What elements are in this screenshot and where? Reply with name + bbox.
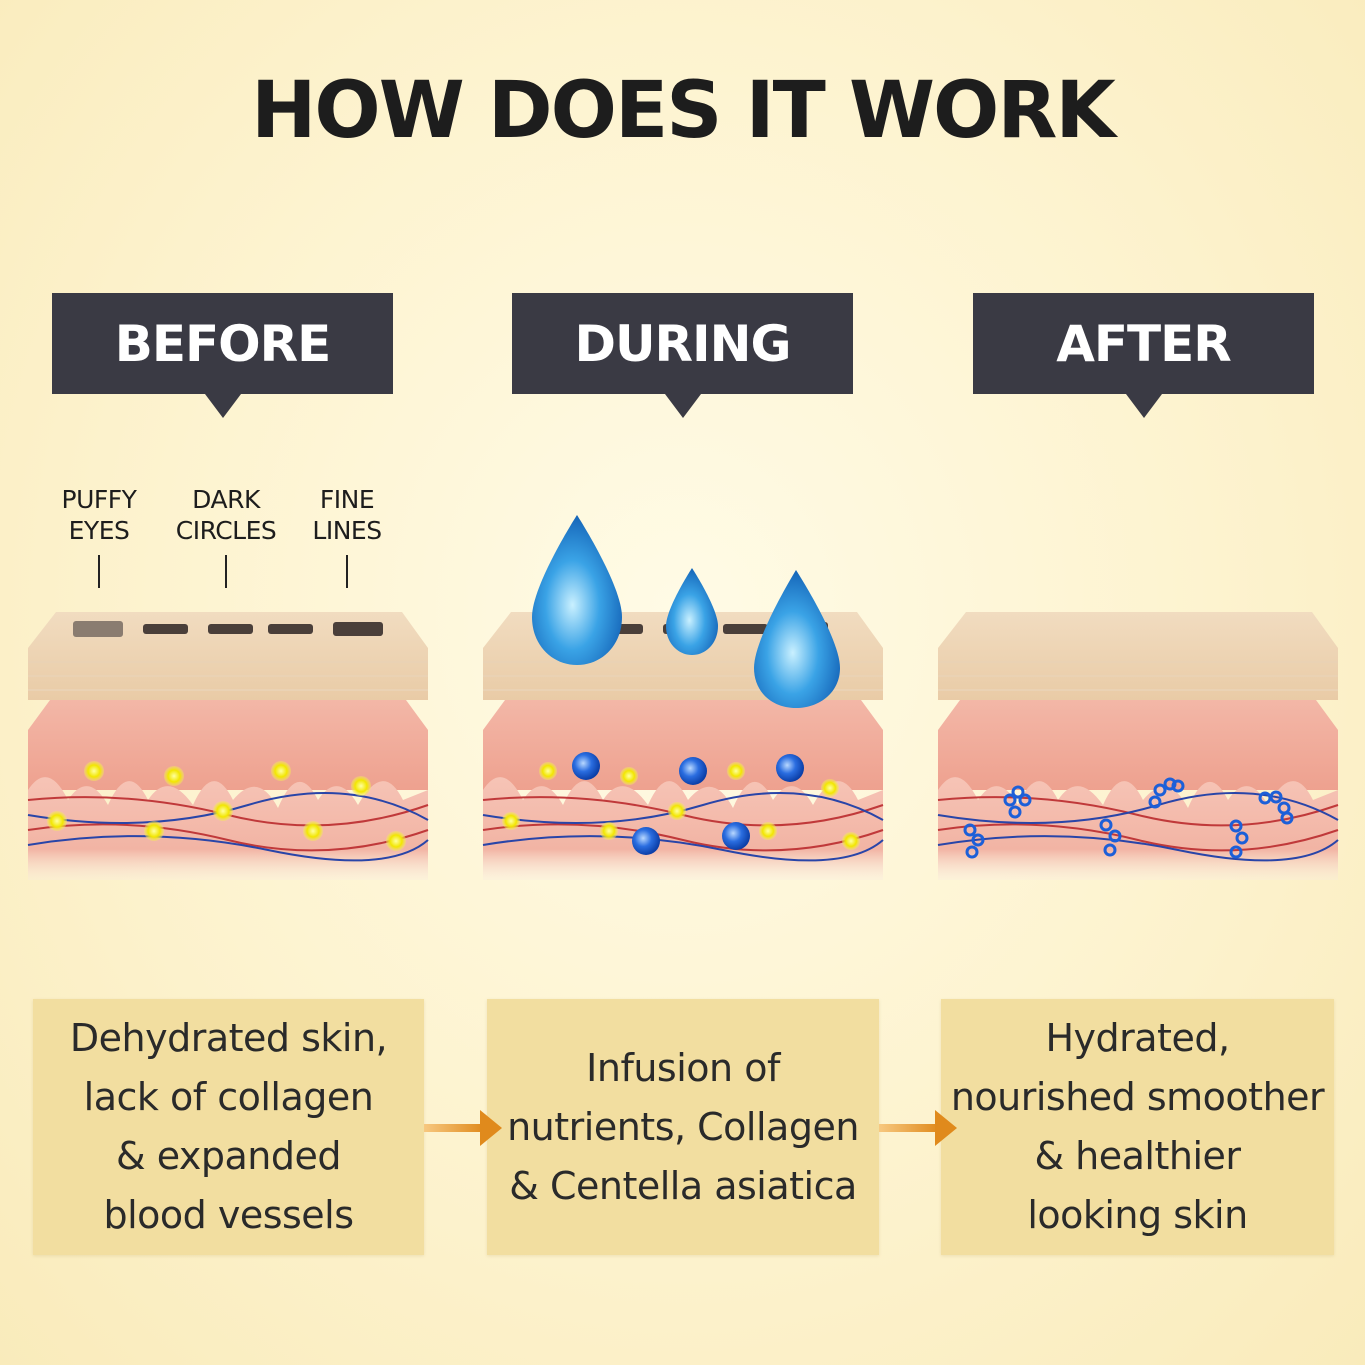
before-description-box: Dehydrated skin, lack of collagen & expa…	[33, 999, 424, 1255]
dark-circle-mark	[143, 624, 188, 634]
arrow-right-icon	[879, 1110, 957, 1146]
puffy-eye-mark	[73, 621, 123, 637]
yellow-particles	[47, 761, 406, 851]
after-description: Hydrated, nourished smoother & healthier…	[950, 1016, 1325, 1237]
during-description: Infusion of nutrients, Collagen & Centel…	[507, 1045, 859, 1208]
after-skin	[937, 611, 1339, 881]
before-description: Dehydrated skin, lack of collagen & expa…	[69, 1016, 388, 1237]
water-droplets-icon	[532, 515, 840, 708]
page-title: HOW DOES IT WORK	[251, 66, 1116, 156]
fine-line-mark	[333, 622, 383, 636]
before-header: BEFORE	[52, 293, 393, 418]
during-header: DURING	[512, 293, 853, 418]
arrow-right-icon	[424, 1110, 502, 1146]
dark-circle-mark	[268, 624, 313, 634]
before-skin	[27, 611, 429, 881]
collagen-molecules-icon	[963, 777, 1294, 859]
after-description-box: Hydrated, nourished smoother & healthier…	[941, 999, 1334, 1255]
puffy-eyes-label: PUFFY EYES	[61, 485, 137, 545]
dark-circles-label: DARK CIRCLES	[175, 485, 277, 545]
fine-lines-label: FINE LINES	[312, 485, 382, 545]
skin-layers-diagram	[27, 515, 1339, 881]
blue-nutrients	[502, 752, 860, 855]
during-description-box: Infusion of nutrients, Collagen & Centel…	[487, 999, 879, 1255]
after-header: AFTER	[973, 293, 1314, 418]
dark-circle-mark	[208, 624, 253, 634]
